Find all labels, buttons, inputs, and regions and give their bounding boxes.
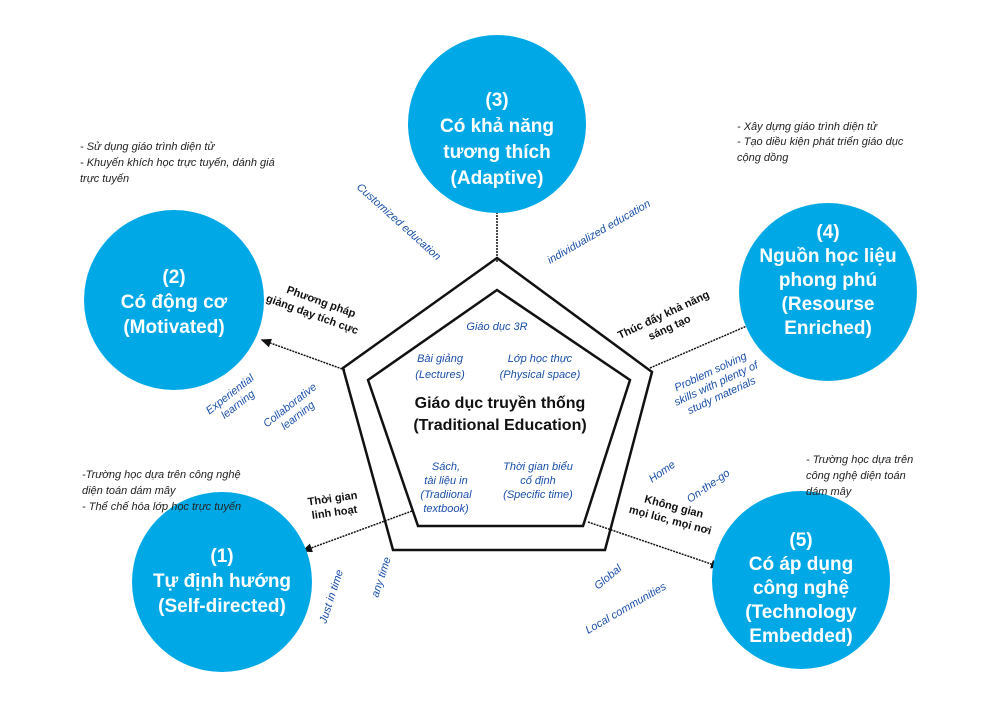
svg-text:- Thể chế hóa lớp học trực tuy: - Thể chế hóa lớp học trực tuyến — [82, 501, 241, 513]
svg-text:(1): (1) — [210, 546, 233, 567]
svg-text:trực tuyến: trực tuyến — [80, 173, 129, 185]
svg-text:Bài giảng: Bài giảng — [417, 353, 464, 365]
svg-text:textbook): textbook) — [423, 503, 469, 515]
svg-text:cộng dồng: cộng dồng — [737, 152, 789, 164]
svg-text:(4): (4) — [816, 222, 839, 243]
keyword-global: Global — [592, 562, 624, 592]
svg-text:(Traditional Education): (Traditional Education) — [413, 417, 586, 434]
svg-text:-Trường học dựa trên công nghệ: -Trường học dựa trên công nghệ — [82, 469, 241, 481]
svg-text:(Lectures): (Lectures) — [415, 369, 465, 381]
svg-text:(Technology: (Technology — [745, 602, 857, 623]
svg-text:công nghệ: công nghệ — [753, 578, 849, 599]
svg-text:(2): (2) — [162, 267, 185, 288]
svg-text:Giáo dục truyền thống: Giáo dục truyền thống — [415, 395, 586, 412]
svg-text:- Tạo diều kiện phát triển giá: - Tạo diều kiện phát triển giáo dục — [737, 136, 904, 148]
svg-text:(3): (3) — [485, 90, 508, 111]
arrow-label-self: Thời gian linh hoạt — [307, 490, 358, 522]
svg-text:- Sử dụng giáo trình diện tử: - Sử dụng giáo trình diện tử — [80, 141, 215, 153]
note-bottom-right: - Trường học dựa trên công nghệ diện toá… — [806, 454, 913, 498]
keyword-any-time: any time — [369, 556, 393, 599]
pentagon-inner — [366, 288, 632, 528]
svg-text:(Adaptive): (Adaptive) — [451, 168, 544, 189]
svg-text:Tự định hướng: Tự định hướng — [153, 571, 291, 592]
svg-text:Lớp học thực: Lớp học thực — [508, 353, 573, 365]
svg-text:công nghệ diện toán: công nghệ diện toán — [806, 470, 906, 482]
svg-text:Có áp dụng: Có áp dụng — [749, 554, 853, 575]
svg-text:dám mây: dám mây — [806, 486, 853, 498]
svg-text:Có khả năng: Có khả năng — [440, 116, 554, 137]
svg-text:Có động cơ: Có động cơ — [121, 292, 228, 313]
node-adaptive: (3) Có khả năng tương thích (Adaptive) — [408, 35, 586, 213]
arrow-to-motivated — [260, 338, 346, 371]
svg-text:- Trường học dựa trên: - Trường học dựa trên — [806, 454, 913, 466]
node-enriched: (4) Nguồn học liệu phong phú (Resourse E… — [739, 203, 917, 381]
keyword-collaborative: Collaborative learning — [261, 381, 319, 433]
node-technology: (5) Có áp dụng công nghệ (Technology Emb… — [712, 491, 890, 669]
node-self-directed: (1) Tự định hướng (Self-directed) — [132, 492, 312, 672]
svg-text:(Tradiional: (Tradiional — [420, 489, 472, 501]
svg-text:- Khuyến khích học trực tuyến,: - Khuyến khích học trực tuyến, dánh giá — [80, 157, 275, 169]
center-block: Giáo dục 3R Bài giảng (Lectures) Lớp học… — [413, 321, 586, 515]
note-top-right: - Xây dựng giáo trình diện tử - Tạo diều… — [737, 121, 904, 164]
arrow-to-enriched — [649, 321, 758, 369]
svg-text:Embedded): Embedded) — [749, 626, 852, 647]
svg-text:Nguồn học liệu: Nguồn học liệu — [759, 246, 896, 267]
pentagon-outer — [341, 256, 654, 552]
svg-text:Thời gian biểu: Thời gian biểu — [503, 461, 573, 473]
svg-text:(5): (5) — [789, 530, 812, 551]
keyword-customized: Customized education — [354, 181, 443, 263]
keyword-on-the-go: On-the-go — [685, 467, 732, 505]
keyword-just-in-time: Just in time — [317, 568, 346, 626]
svg-text:diện toán dám mây: diện toán dám mây — [82, 485, 177, 497]
svg-text:- Xây dựng giáo trình diện tử: - Xây dựng giáo trình diện tử — [737, 121, 878, 133]
svg-text:Giáo dục 3R: Giáo dục 3R — [466, 321, 527, 333]
node-motivated: (2) Có động cơ (Motivated) — [84, 210, 264, 390]
keyword-home: Home — [647, 459, 678, 486]
keyword-problem-solving: Problem solving skills with plenty of st… — [672, 350, 760, 417]
svg-text:(Self-directed): (Self-directed) — [158, 596, 286, 617]
svg-text:Sách,: Sách, — [432, 461, 460, 473]
svg-text:(Motivated): (Motivated) — [123, 317, 224, 338]
keyword-individualized: individualized education — [546, 198, 653, 267]
svg-text:cố định: cố định — [520, 475, 555, 487]
svg-text:(Resourse: (Resourse — [782, 294, 875, 315]
note-bottom-left: -Trường học dựa trên công nghệ diện toán… — [82, 469, 241, 513]
svg-text:(Specific time): (Specific time) — [503, 489, 573, 501]
svg-text:phong phú: phong phú — [779, 270, 877, 291]
svg-text:(Physical space): (Physical space) — [500, 369, 581, 381]
svg-text:tương thích: tương thích — [443, 142, 550, 163]
svg-text:Enriched): Enriched) — [784, 318, 872, 339]
note-top-left: - Sử dụng giáo trình diện tử - Khuyến kh… — [80, 141, 275, 185]
svg-text:tài liệu in: tài liệu in — [424, 475, 467, 487]
arrow-label-motivated: Phương pháp giảng dạy tích cực — [264, 284, 359, 337]
arrow-to-self-directed — [301, 510, 413, 553]
arrow-to-technology — [587, 521, 722, 569]
